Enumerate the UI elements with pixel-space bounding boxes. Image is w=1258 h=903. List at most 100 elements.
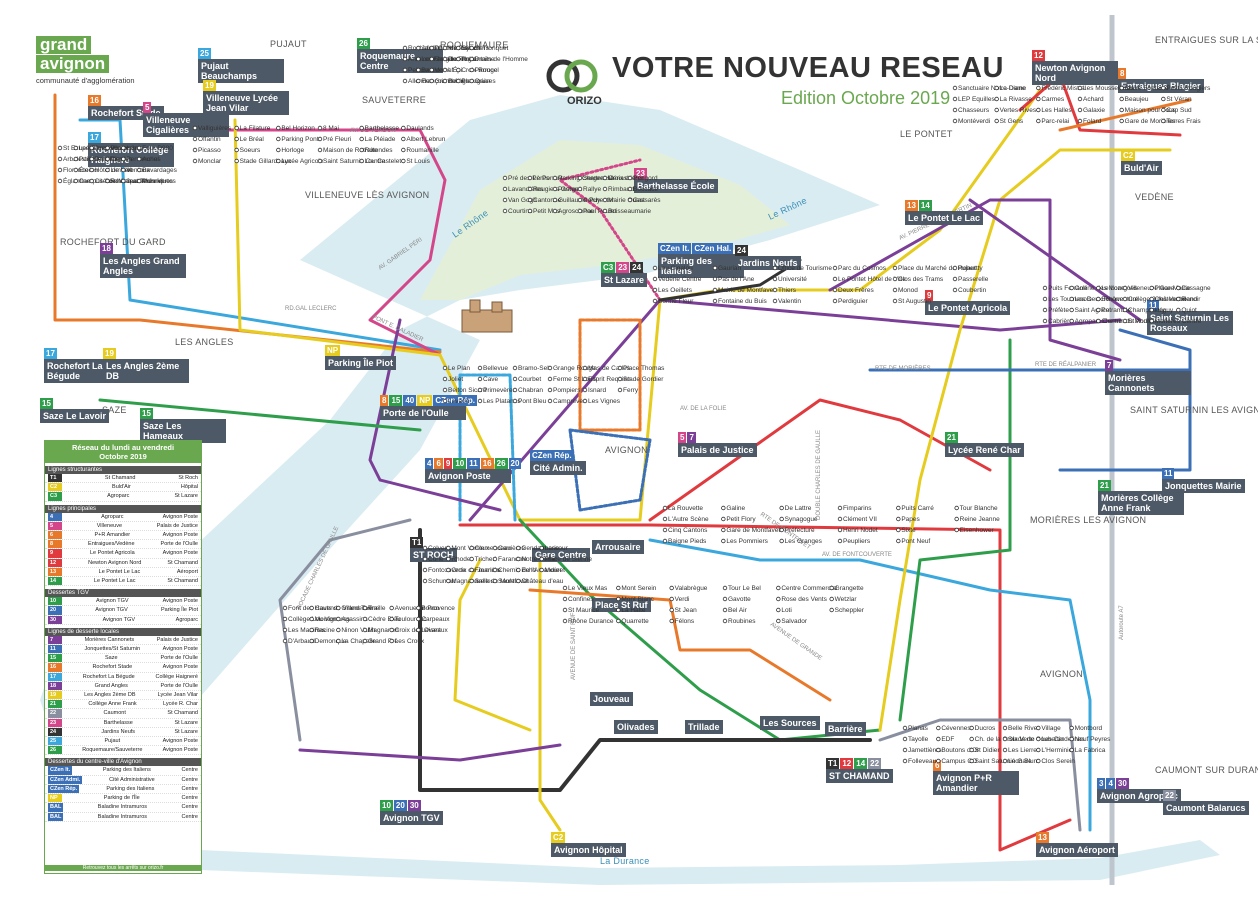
legend-line: 20 xyxy=(48,606,62,615)
hub-name: Roquemaure Centre xyxy=(357,49,443,73)
legend-to: Centre xyxy=(181,785,198,792)
legend-from: Parking de l'Île xyxy=(103,795,140,802)
line-badge: 14 xyxy=(854,758,868,769)
legend-from: Rochefort La Bégude xyxy=(82,673,135,680)
road-label: RTE DE MONTFAVET xyxy=(759,512,812,551)
line-badge: 23 xyxy=(634,168,647,179)
line-badge: CZen It. xyxy=(658,243,692,254)
durance-river xyxy=(200,840,1220,885)
hub-name: Le Pontet Le Lac xyxy=(905,211,984,225)
road-label: Autoroute A7 xyxy=(1119,605,1125,640)
hub-name: Olivades xyxy=(614,720,658,734)
road-label: AVENUE DE GRANDE xyxy=(769,622,823,662)
hub-name: Saze Les Hameaux xyxy=(140,419,226,443)
legend-from: Newton Avignon Nord xyxy=(88,559,142,566)
legend-from: Villeneuve xyxy=(96,522,122,529)
line-badges: 5 xyxy=(143,102,229,113)
line-badges: 21 xyxy=(945,432,1024,443)
network-legend: Réseau du lundi au vendredi Octobre 2019… xyxy=(44,440,202,874)
legend-to: St Chamand xyxy=(167,559,198,566)
line-badge: 8 xyxy=(380,395,389,406)
legend-line: 21 xyxy=(48,700,62,709)
line-badge: 40 xyxy=(403,395,417,406)
line-badge: 11 xyxy=(1162,468,1175,479)
legend-line: 4 xyxy=(48,512,62,521)
legend-line: NP xyxy=(48,794,62,803)
line-badge: 17 xyxy=(88,132,101,143)
line-badge: 9 xyxy=(443,458,453,469)
line-badges: 19 xyxy=(103,348,189,359)
line-badge: 30 xyxy=(1115,778,1129,789)
line-badges: CZen Rép. xyxy=(530,450,586,461)
line-badges: 15 xyxy=(140,408,226,419)
hub-name: ST CHAMAND xyxy=(826,769,893,783)
area-label: AVIGNON xyxy=(1040,669,1083,679)
legend-row: NP Parking de l'Île Centre xyxy=(45,794,201,804)
line-badge: 12 xyxy=(1032,50,1045,61)
line-badge: 20 xyxy=(508,458,522,469)
hub-name: Arrousaire xyxy=(592,540,644,554)
page-subtitle: Edition Octobre 2019 xyxy=(781,88,951,108)
area-label: SAUVETERRE xyxy=(362,95,426,105)
legend-to: Centre xyxy=(181,795,198,802)
brand-line2: avignon xyxy=(36,55,110,73)
legend-from: Barthelasse xyxy=(103,719,133,726)
line-badge: 10 xyxy=(453,458,467,469)
line-badge: 17 xyxy=(44,348,57,359)
legend-to: Centre xyxy=(181,767,198,774)
line-badge: T1 xyxy=(826,758,840,769)
legend-from: Caumont xyxy=(103,710,126,717)
hub-name: Gare Centre xyxy=(532,548,590,562)
road-label: AVENUE DE SAINT RUF xyxy=(571,612,577,680)
page-title: VOTRE NOUVEAU RESEAU xyxy=(612,52,1004,84)
hub-name: Jardins Neufs xyxy=(735,256,801,270)
line-badge: 21 xyxy=(945,432,958,443)
hub-name: Trillade xyxy=(685,720,723,734)
line-badge: 4 xyxy=(425,458,434,469)
line-badge: 5 xyxy=(678,432,687,443)
hub-station: Les Sources xyxy=(760,716,820,730)
line-badges: C2 xyxy=(1121,150,1162,161)
legend-to: St Lazare xyxy=(174,728,198,735)
hub-station: Arrousaire xyxy=(592,540,644,554)
line-badge: 13 xyxy=(905,200,918,211)
legend-to: Lycée R. Char xyxy=(163,701,198,708)
legend-line: C2 xyxy=(48,483,62,492)
legend-from: Cité Administrative xyxy=(109,776,155,783)
legend-to: Porte de l'Oulle xyxy=(160,655,198,662)
area-label: VEDÈNE xyxy=(1135,192,1174,202)
legend-to: Palais de Justice xyxy=(156,636,198,643)
line-badge: 16 xyxy=(88,95,101,106)
line-badge: 26 xyxy=(357,38,370,49)
line-badges: 25 xyxy=(198,48,284,59)
palais-des-papes-icon xyxy=(461,299,513,333)
legend-from: Saze xyxy=(105,655,118,662)
line-badge: 14 xyxy=(918,200,932,211)
hub-name: Parking Île Piot xyxy=(325,356,397,370)
legend-section-title: Dessertes TGV xyxy=(45,589,201,598)
legend-line: CZen It. xyxy=(48,766,73,775)
line-badges: 18 xyxy=(100,243,186,254)
line-badge: 15 xyxy=(40,398,53,409)
legend-from: Jardins Neufs xyxy=(101,728,136,735)
legend-line: 17 xyxy=(48,672,62,681)
